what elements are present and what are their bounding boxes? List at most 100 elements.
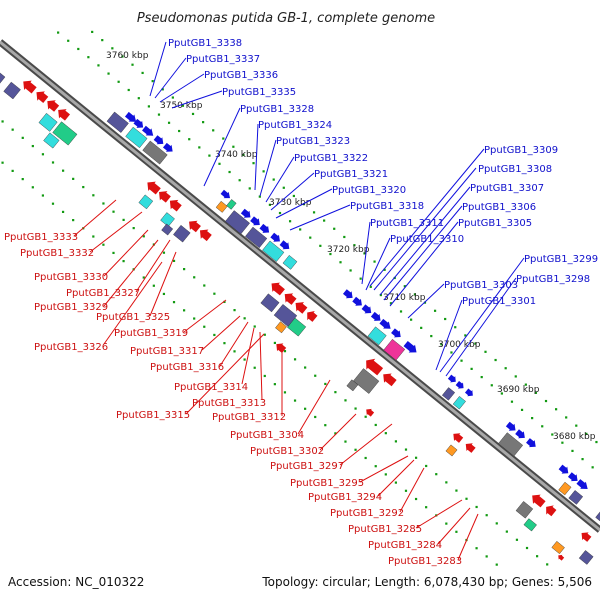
gc-dot — [233, 309, 236, 312]
gc-dot — [87, 56, 90, 59]
gc-dot — [111, 47, 114, 50]
gene-glyph — [346, 379, 359, 392]
gc-dot — [263, 374, 266, 378]
forward-gene-arrow — [370, 311, 381, 321]
gc-dot — [117, 80, 120, 83]
gc-dot — [152, 284, 155, 287]
gene-glyph — [498, 432, 524, 457]
gc-dot — [232, 145, 235, 148]
gc-dot — [534, 391, 538, 394]
gc-dot — [31, 186, 34, 189]
gene-glyph — [532, 494, 546, 508]
gene-glyph — [124, 111, 137, 122]
gc-dot — [31, 144, 34, 148]
gc-dot — [363, 252, 366, 255]
gc-dot — [384, 432, 387, 435]
forward-gene-arrow — [361, 304, 372, 314]
gene-label: PputGB1_3284 — [368, 540, 442, 551]
genome-backbone-highlight — [0, 40, 600, 532]
tick-label: 3760 kbp — [106, 51, 149, 61]
gene-glyph — [38, 112, 58, 132]
reverse-gene-arrow — [532, 494, 546, 508]
gene-label: PputGB1_3295 — [290, 478, 364, 489]
gene-label: PputGB1_3297 — [270, 461, 344, 472]
gene-label: PputGB1_3285 — [348, 524, 422, 535]
gene-glyph — [245, 226, 268, 249]
gene-glyph — [366, 358, 384, 376]
gc-dot — [41, 153, 45, 156]
gc-dot — [354, 407, 357, 410]
gc-dot — [435, 473, 438, 476]
gc-dot — [102, 202, 105, 205]
gene-glyph — [36, 91, 49, 103]
gene-label: PputGB1_3294 — [308, 492, 382, 503]
cog-box — [282, 255, 298, 270]
gene-label: PputGB1_3317 — [130, 346, 204, 357]
gc-dot — [233, 350, 236, 353]
gene-glyph — [383, 338, 406, 361]
gc-dot — [565, 416, 568, 419]
gene-glyph — [567, 472, 578, 482]
gc-dot — [253, 366, 256, 369]
gc-dot — [399, 310, 403, 313]
gc-dot — [536, 555, 539, 558]
gene-glyph — [558, 554, 565, 561]
gc-dot — [329, 252, 332, 256]
gc-dot — [339, 261, 342, 264]
gene-label: PputGB1_3329 — [34, 302, 108, 313]
gc-dot — [1, 120, 4, 123]
gc-dot — [334, 432, 337, 435]
forward-gene-arrow — [447, 374, 456, 383]
gc-dot — [541, 425, 544, 428]
gc-dot — [515, 538, 519, 541]
gene-label: PputGB1_3298 — [516, 274, 590, 285]
label-leader-lines — [73, 41, 525, 561]
gc-dot — [414, 456, 418, 459]
cog-box — [0, 69, 6, 87]
gene-glyph — [367, 326, 387, 346]
forward-gene-arrow — [455, 380, 464, 389]
gene-glyph — [383, 373, 397, 387]
gc-dot — [72, 219, 75, 222]
gene-label: PputGB1_3306 — [462, 202, 536, 213]
gene-label: PputGB1_3336 — [204, 70, 278, 81]
gc-dot — [1, 161, 4, 164]
gc-dot — [450, 351, 453, 354]
gene-label: PputGB1_3309 — [484, 145, 558, 156]
gc-dot — [464, 334, 467, 337]
gc-dot — [475, 547, 478, 550]
gene-label: PputGB1_3301 — [462, 296, 536, 307]
gene-glyph — [353, 368, 380, 394]
cog-box — [367, 326, 387, 346]
gene-label: PputGB1_3320 — [332, 185, 406, 196]
gc-dot — [253, 325, 256, 328]
forward-gene-arrow — [464, 388, 473, 397]
cog-box — [173, 224, 191, 243]
gene-glyph — [153, 135, 164, 145]
gc-dot — [213, 292, 216, 295]
gene-glyph — [453, 433, 464, 443]
gc-dot — [324, 424, 327, 427]
gc-dot — [112, 251, 115, 255]
gc-dot — [183, 268, 186, 271]
gene-label: PputGB1_3327 — [66, 288, 140, 299]
gene-glyph — [287, 317, 307, 337]
gc-dot — [92, 235, 95, 238]
gene-glyph — [342, 289, 353, 299]
gc-dot — [293, 358, 297, 361]
gene-glyph — [125, 126, 148, 149]
gene-glyph — [240, 208, 251, 218]
gc-dot — [445, 481, 448, 484]
gc-dot — [504, 367, 507, 370]
gene-glyph — [226, 199, 237, 210]
gc-dot — [312, 211, 316, 214]
gc-dot — [132, 226, 135, 230]
forward-gene-arrow — [133, 118, 144, 128]
forward-gene-arrow — [526, 438, 536, 448]
gene-glyph — [505, 421, 516, 431]
reverse-gene-arrow — [276, 343, 287, 353]
gc-dot — [544, 399, 548, 403]
gc-dot — [242, 153, 245, 157]
gene-glyph — [142, 125, 154, 136]
gene-label: PputGB1_3304 — [230, 430, 304, 441]
